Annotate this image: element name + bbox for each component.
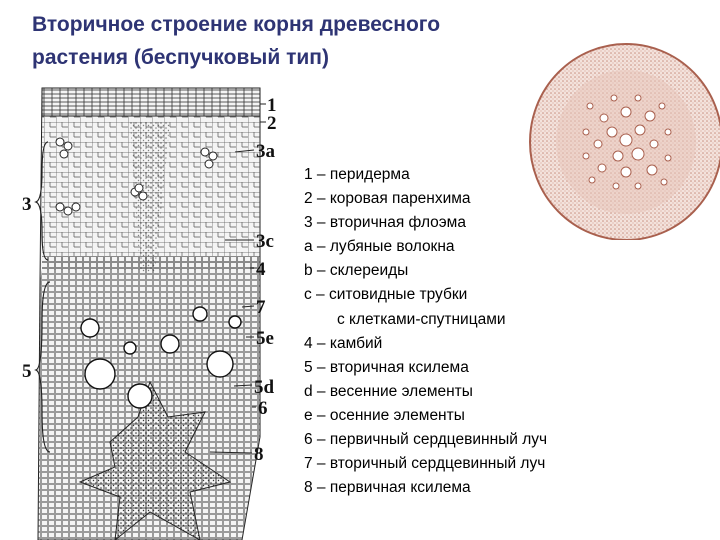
- label-5d: 5d: [254, 377, 275, 398]
- label-6: 6: [258, 398, 268, 419]
- title-line-2: растения (беспучковый тип): [32, 41, 552, 74]
- root-section-drawing: 1 2 3a 3 3c 4 7 5e 5 5d 6 8: [20, 82, 290, 540]
- legend-item: 2 – коровая паренхима: [304, 187, 547, 211]
- legend-item: e – осенние элементы: [304, 404, 547, 428]
- title-line-1: Вторичное строение корня древесного: [32, 8, 552, 41]
- legend-item: 8 – первичная ксилема: [304, 476, 547, 500]
- label-3a: 3a: [256, 141, 276, 162]
- slide-title: Вторичное строение корня древесного раст…: [32, 8, 552, 74]
- label-4: 4: [256, 259, 266, 280]
- label-7: 7: [256, 297, 266, 318]
- label-3: 3: [22, 194, 32, 215]
- legend-item: 7 – вторичный сердцевинный луч: [304, 452, 547, 476]
- label-5: 5: [22, 361, 32, 382]
- legend-item: d – весенние элементы: [304, 380, 547, 404]
- legend-list: 1 – перидерма 2 – коровая паренхима 3 – …: [304, 163, 547, 500]
- legend-item: c – ситовидные трубки: [304, 283, 547, 307]
- root-cross-section-micrograph: [526, 40, 720, 240]
- label-2: 2: [267, 113, 277, 134]
- label-3c: 3c: [256, 231, 274, 252]
- legend-item: 5 – вторичная ксилема: [304, 356, 547, 380]
- legend-item-continuation: с клетками-спутницами: [304, 308, 547, 332]
- label-8: 8: [254, 444, 264, 465]
- legend-item: b – склереиды: [304, 259, 547, 283]
- label-5e: 5e: [256, 328, 274, 349]
- legend-item: 1 – перидерма: [304, 163, 547, 187]
- legend-item: 3 – вторичная флоэма: [304, 211, 547, 235]
- legend-item: 4 – камбий: [304, 332, 547, 356]
- legend-item: 6 – первичный сердцевинный луч: [304, 428, 547, 452]
- legend-item: a – лубяные волокна: [304, 235, 547, 259]
